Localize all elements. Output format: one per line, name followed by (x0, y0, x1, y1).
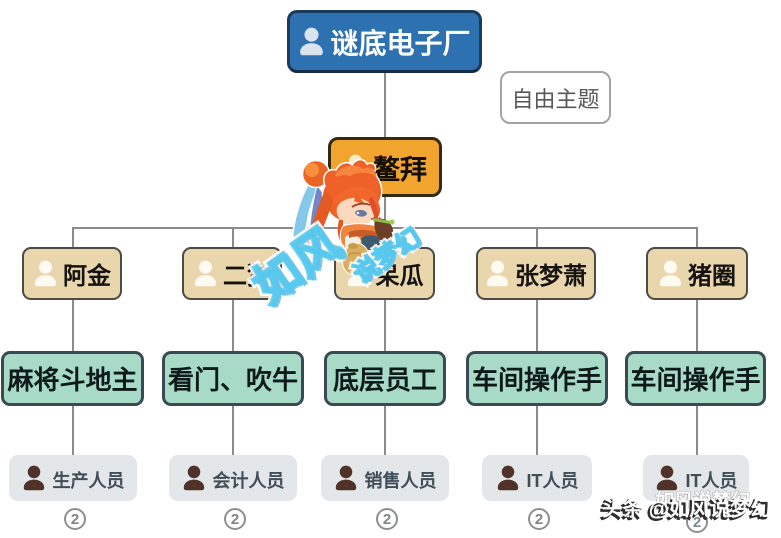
svg-text:头条 @如风说梦幻: 头条 @如风说梦幻 (600, 499, 769, 523)
svg-text:如风说梦幻: 如风说梦幻 (655, 490, 750, 512)
svg-text:头条 @如风说梦幻: 头条 @如风说梦幻 (602, 497, 771, 521)
